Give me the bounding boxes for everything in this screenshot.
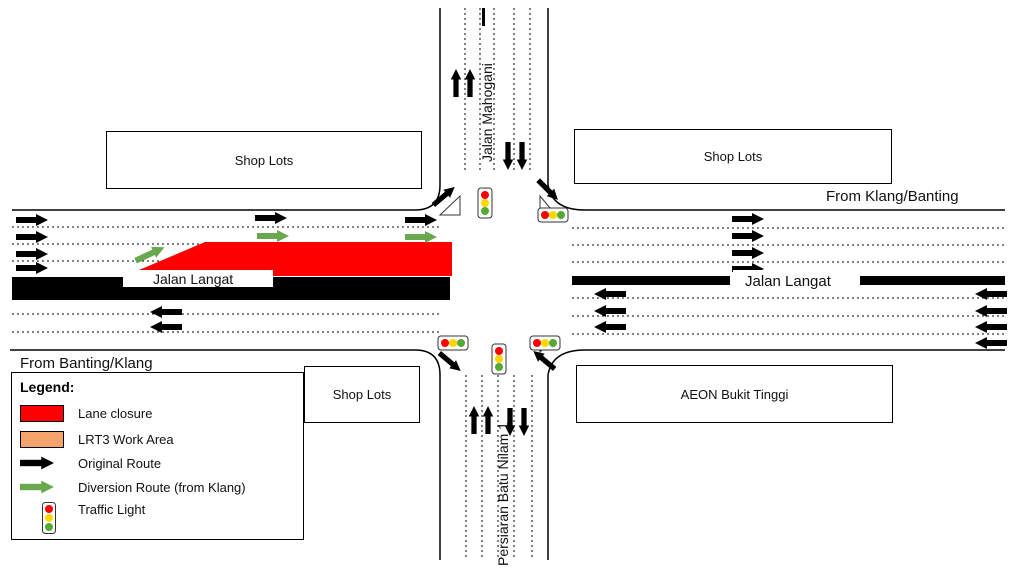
arrow-east [732, 230, 764, 242]
lane-closure-area [125, 242, 452, 276]
arrow-south [516, 142, 528, 170]
jalan-langat-east-label-bg [733, 270, 859, 290]
west-median [12, 277, 450, 300]
shop-lots-ne: Shop Lots [574, 129, 892, 184]
legend-label: Diversion Route (from Klang) [78, 479, 246, 495]
arrow-west [975, 321, 1007, 333]
from-klang-banting-label: From Klang/Banting [826, 188, 959, 205]
legend: Legend: Lane closure LRT3 Work Area Orig… [11, 372, 304, 540]
east-lane-lines [572, 227, 1005, 335]
traffic-light-icon [491, 343, 507, 375]
arrow-north [482, 406, 494, 434]
traffic-light-icon [42, 502, 56, 534]
legend-item-work-area: LRT3 Work Area [20, 429, 174, 449]
arrow-west [150, 321, 182, 333]
arrow-west [975, 305, 1007, 317]
traffic-light-icon [537, 207, 569, 223]
island-nw [438, 194, 461, 216]
shop-lots-nw: Shop Lots [106, 131, 422, 189]
arrow-east [405, 214, 437, 226]
arrow-east [16, 248, 48, 260]
arrow-east [732, 213, 764, 225]
orange-swatch [20, 430, 64, 448]
jalan-langat-west-label: Jalan Langat [153, 271, 233, 287]
east-median-left [572, 276, 730, 285]
arrow-south [518, 408, 530, 436]
arrow-east [16, 231, 48, 243]
legend-label: LRT3 Work Area [78, 431, 174, 447]
jalan-langat-west-label-bg [123, 270, 273, 287]
green-arrow-icon [20, 480, 54, 494]
legend-item-lane-closure: Lane closure [20, 403, 152, 423]
legend-item-original-route: Original Route [20, 453, 161, 473]
legend-item-traffic-light: Traffic Light [20, 501, 145, 535]
persiaran-label: Persiaran Batu Nilam 1 [495, 422, 511, 566]
legend-label: Lane closure [78, 405, 153, 421]
arrow-west [975, 337, 1007, 349]
north-median-stub [482, 8, 485, 26]
arrow-diversion [257, 230, 289, 242]
from-banting-klang-label: From Banting/Klang [20, 355, 153, 372]
east-median-right [860, 276, 1005, 285]
red-swatch [20, 404, 64, 422]
traffic-light-icon [437, 335, 469, 351]
arrow-north [468, 406, 480, 434]
legend-item-diversion-route: Diversion Route (from Klang) [20, 477, 246, 497]
arrow-east [255, 212, 287, 224]
traffic-light-icon [529, 335, 561, 351]
legend-label: Original Route [78, 455, 162, 471]
jalan-langat-east-label: Jalan Langat [745, 273, 832, 290]
traffic-light-icon [477, 187, 493, 219]
traffic-lights [437, 187, 569, 375]
arrow-west [594, 321, 626, 333]
arrow-east [16, 214, 48, 226]
arrow-west [594, 305, 626, 317]
legend-label: Traffic Light [78, 502, 146, 517]
arrow-south [502, 142, 514, 170]
arrow-east [16, 262, 48, 274]
arrow-diagonal [429, 182, 459, 210]
arrow-north [464, 69, 476, 97]
aeon-bukit-tinggi: AEON Bukit Tinggi [576, 365, 893, 423]
shop-lots-sw: Shop Lots [304, 366, 420, 423]
arrow-west [150, 306, 182, 318]
south-lane-lines [465, 375, 533, 560]
black-arrow-icon [20, 456, 54, 470]
legend-title: Legend: [20, 379, 75, 395]
arrow-north [450, 69, 462, 97]
jalan-mahogani-label: Jalan Mahogani [479, 63, 495, 162]
north-lane-lines [464, 8, 531, 172]
arrow-diversion [405, 231, 437, 243]
arrow-east [732, 247, 764, 259]
